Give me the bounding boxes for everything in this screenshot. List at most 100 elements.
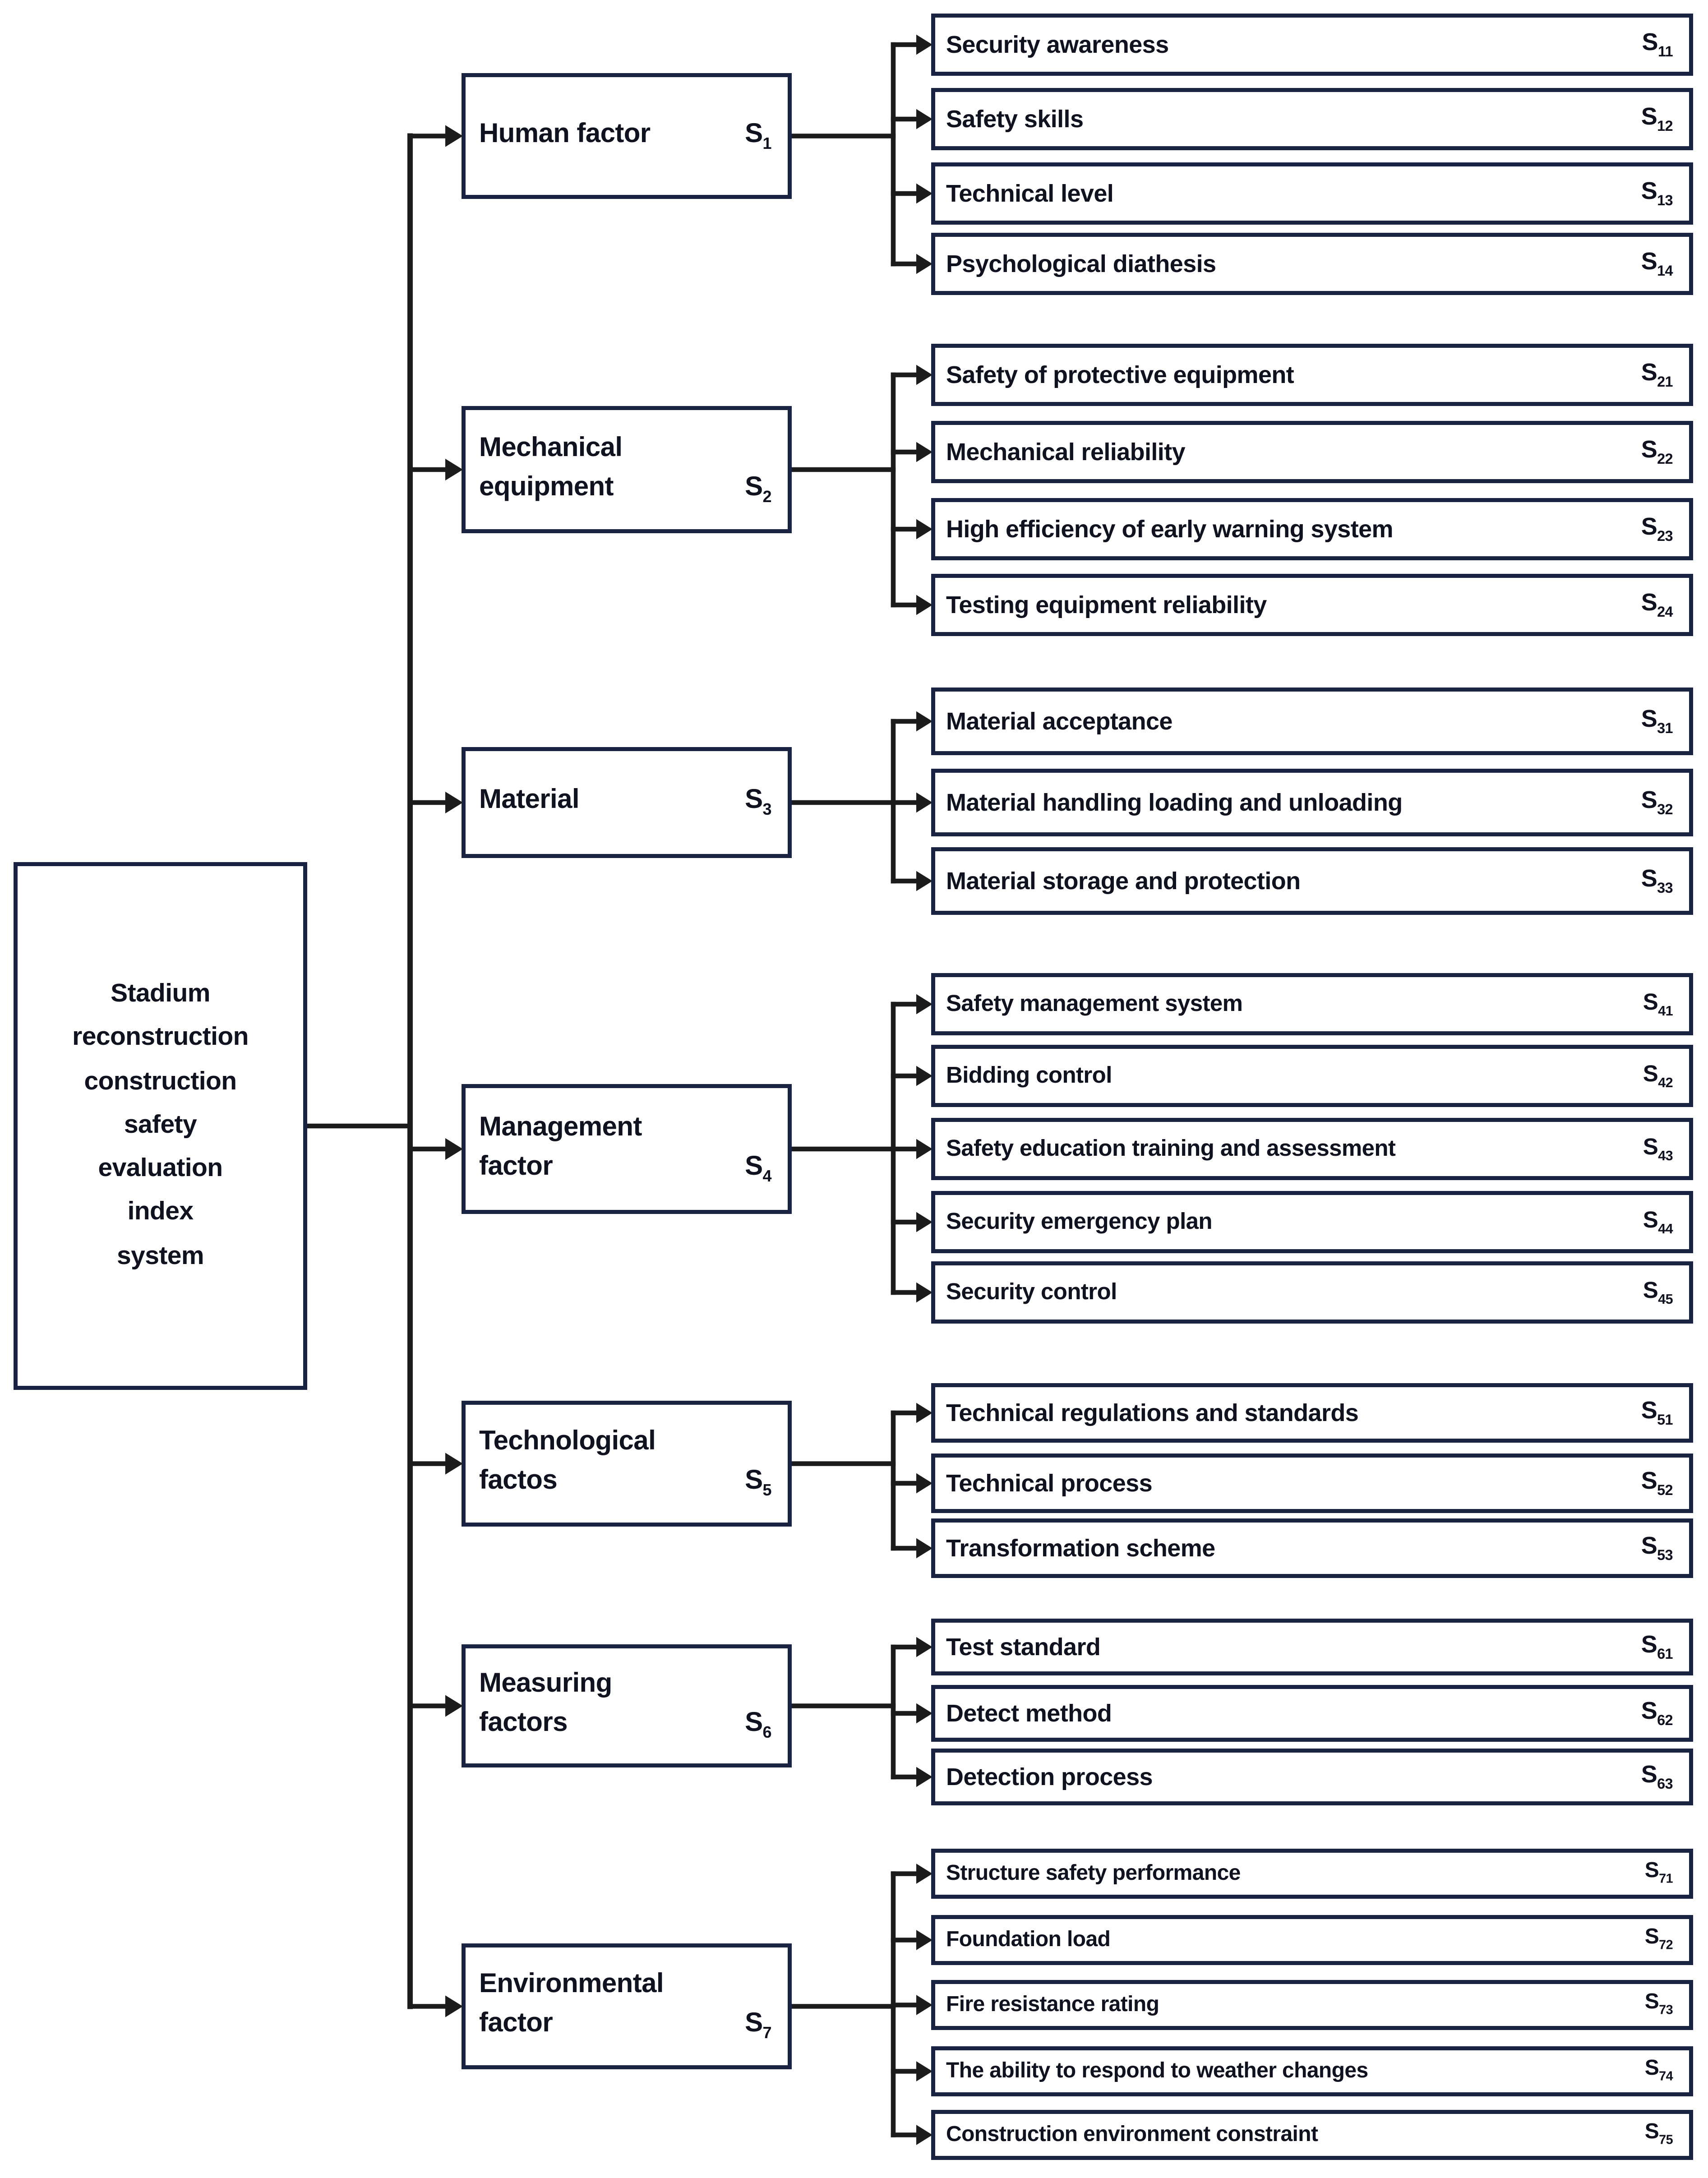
index-code-sub: 61 <box>1657 1647 1673 1663</box>
arrowhead-icon <box>916 871 932 891</box>
index-code-sub: 13 <box>1657 193 1673 210</box>
index-code: S33 <box>1641 865 1673 897</box>
index-code-base: S <box>1644 1991 1659 2015</box>
index-label: Technical process <box>946 1469 1153 1496</box>
arrowhead-icon <box>916 1767 932 1787</box>
factor-code-base: S <box>745 2008 763 2039</box>
index-code-sub: 23 <box>1657 529 1673 545</box>
index-node-s43: Safety education training and assessment… <box>931 1118 1693 1180</box>
index-code-sub: 74 <box>1659 2070 1673 2085</box>
index-node-s52: Technical process S52 <box>931 1454 1693 1513</box>
index-code: S24 <box>1641 589 1673 621</box>
arrowhead-icon <box>445 1995 463 2017</box>
factor-code-base: S <box>745 1708 763 1738</box>
factor-label: Mechanical <box>479 433 623 463</box>
index-code-sub: 42 <box>1658 1076 1673 1091</box>
index-code: S11 <box>1642 29 1673 61</box>
arrowhead-icon <box>916 1538 932 1559</box>
index-code-base: S <box>1641 1467 1657 1495</box>
index-label: Detect method <box>946 1699 1112 1726</box>
index-code-sub: 41 <box>1658 1004 1673 1020</box>
index-code-base: S <box>1641 589 1657 616</box>
index-code: S62 <box>1641 1698 1673 1730</box>
index-code: S21 <box>1641 359 1673 391</box>
index-code-base: S <box>1641 103 1657 130</box>
index-label: Test standard <box>946 1633 1101 1660</box>
factor-label: Measuring <box>479 1669 612 1699</box>
index-code-base: S <box>1643 1134 1658 1160</box>
index-code-sub: 63 <box>1657 1777 1673 1793</box>
factor-label: Material <box>479 785 580 815</box>
arrowhead-icon <box>916 1864 932 1884</box>
index-code: S61 <box>1641 1631 1673 1663</box>
index-code-base: S <box>1644 2058 1659 2081</box>
factor-code-sub: 4 <box>762 1166 772 1186</box>
index-code-base: S <box>1641 513 1657 540</box>
index-node-s61: Test standard S61 <box>931 1619 1693 1675</box>
arrowhead-icon <box>916 2125 932 2145</box>
index-code-base: S <box>1641 248 1657 275</box>
index-code-sub: 52 <box>1657 1483 1673 1500</box>
index-code: S45 <box>1643 1277 1673 1307</box>
index-code-sub: 43 <box>1658 1149 1673 1164</box>
index-label: Detection process <box>946 1763 1153 1790</box>
index-code-base: S <box>1641 1532 1657 1560</box>
arrowhead-icon <box>916 1212 932 1232</box>
factor-label-row: Measuring <box>479 1670 771 1699</box>
factor-label: Technological <box>479 1426 656 1457</box>
factor-code-base: S <box>745 1466 763 1496</box>
index-code-sub: 11 <box>1657 44 1673 61</box>
factor-label-row: Mechanical <box>479 434 771 462</box>
arrowhead-icon <box>916 1403 932 1423</box>
arrowhead-icon <box>916 365 932 385</box>
arrowhead-icon <box>916 1703 932 1724</box>
arrowhead-icon <box>916 711 932 732</box>
index-code-base: S <box>1644 1860 1659 1883</box>
index-code-sub: 53 <box>1657 1548 1673 1564</box>
index-label: Technical regulations and standards <box>946 1398 1359 1426</box>
index-code-base: S <box>1641 177 1657 205</box>
arrowhead-icon <box>916 1473 932 1494</box>
arrowhead-icon <box>916 1637 932 1657</box>
arrowhead-icon <box>916 442 932 462</box>
index-code: S31 <box>1641 706 1673 738</box>
index-label: The ability to respond to weather change… <box>946 2059 1368 2082</box>
index-code: S44 <box>1643 1207 1673 1237</box>
index-code-base: S <box>1641 705 1657 733</box>
factor-code-base: S <box>745 472 763 502</box>
index-code-sub: 72 <box>1659 1938 1673 1954</box>
index-label: Fire resistance rating <box>946 1993 1159 2016</box>
factor-code: S2 <box>745 472 772 505</box>
factor-code-sub: 7 <box>762 2023 772 2043</box>
factor-code-sub: 1 <box>762 134 772 153</box>
index-code-sub: 14 <box>1657 263 1673 280</box>
index-code: S73 <box>1645 1991 1673 2019</box>
arrowhead-icon <box>916 519 932 540</box>
factor-label: factos <box>479 1466 558 1496</box>
index-code-sub: 73 <box>1659 2003 1673 2019</box>
index-label: Safety of protective equipment <box>946 360 1294 388</box>
arrowhead-icon <box>445 1453 463 1475</box>
index-code-sub: 33 <box>1657 881 1673 897</box>
index-code-base: S <box>1643 1277 1658 1303</box>
factor-code-sub: 6 <box>762 1723 772 1742</box>
index-code: S42 <box>1643 1061 1673 1091</box>
